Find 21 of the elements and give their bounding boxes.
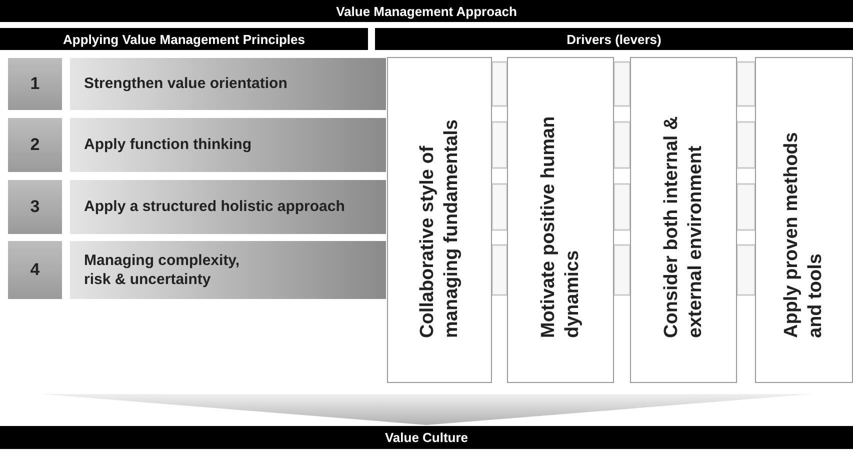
- number-box: 4: [8, 241, 62, 299]
- driver-text: Consider both internal & external environment: [660, 114, 706, 338]
- principle-box: Managing complexity, risk & uncertainty: [70, 241, 386, 299]
- driver-box: [507, 57, 614, 383]
- header-bar: Drivers (levers): [375, 28, 853, 50]
- principle-box: Apply a structured holistic approach: [70, 180, 386, 234]
- driver-text: Apply proven methods and tools: [780, 130, 827, 338]
- footer-bar: Value Culture: [0, 426, 853, 449]
- driver-text: Motivate positive human dynamics: [536, 114, 584, 338]
- number-box: 2: [8, 118, 62, 172]
- driver-box: [387, 57, 492, 383]
- driver-box: [755, 57, 853, 383]
- number-box: 3: [8, 180, 62, 234]
- header-bar: Applying Value Management Principles: [0, 28, 368, 50]
- header-bar: Value Management Approach: [0, 0, 853, 22]
- driver-box: [630, 57, 737, 383]
- number-box: 1: [8, 58, 62, 110]
- downward-wedge-arrow: [40, 394, 813, 425]
- principle-box: Apply function thinking: [70, 118, 386, 172]
- principle-box: Strengthen value orientation: [70, 58, 386, 110]
- driver-text: Collaborative style of managing fundamentals: [416, 118, 462, 338]
